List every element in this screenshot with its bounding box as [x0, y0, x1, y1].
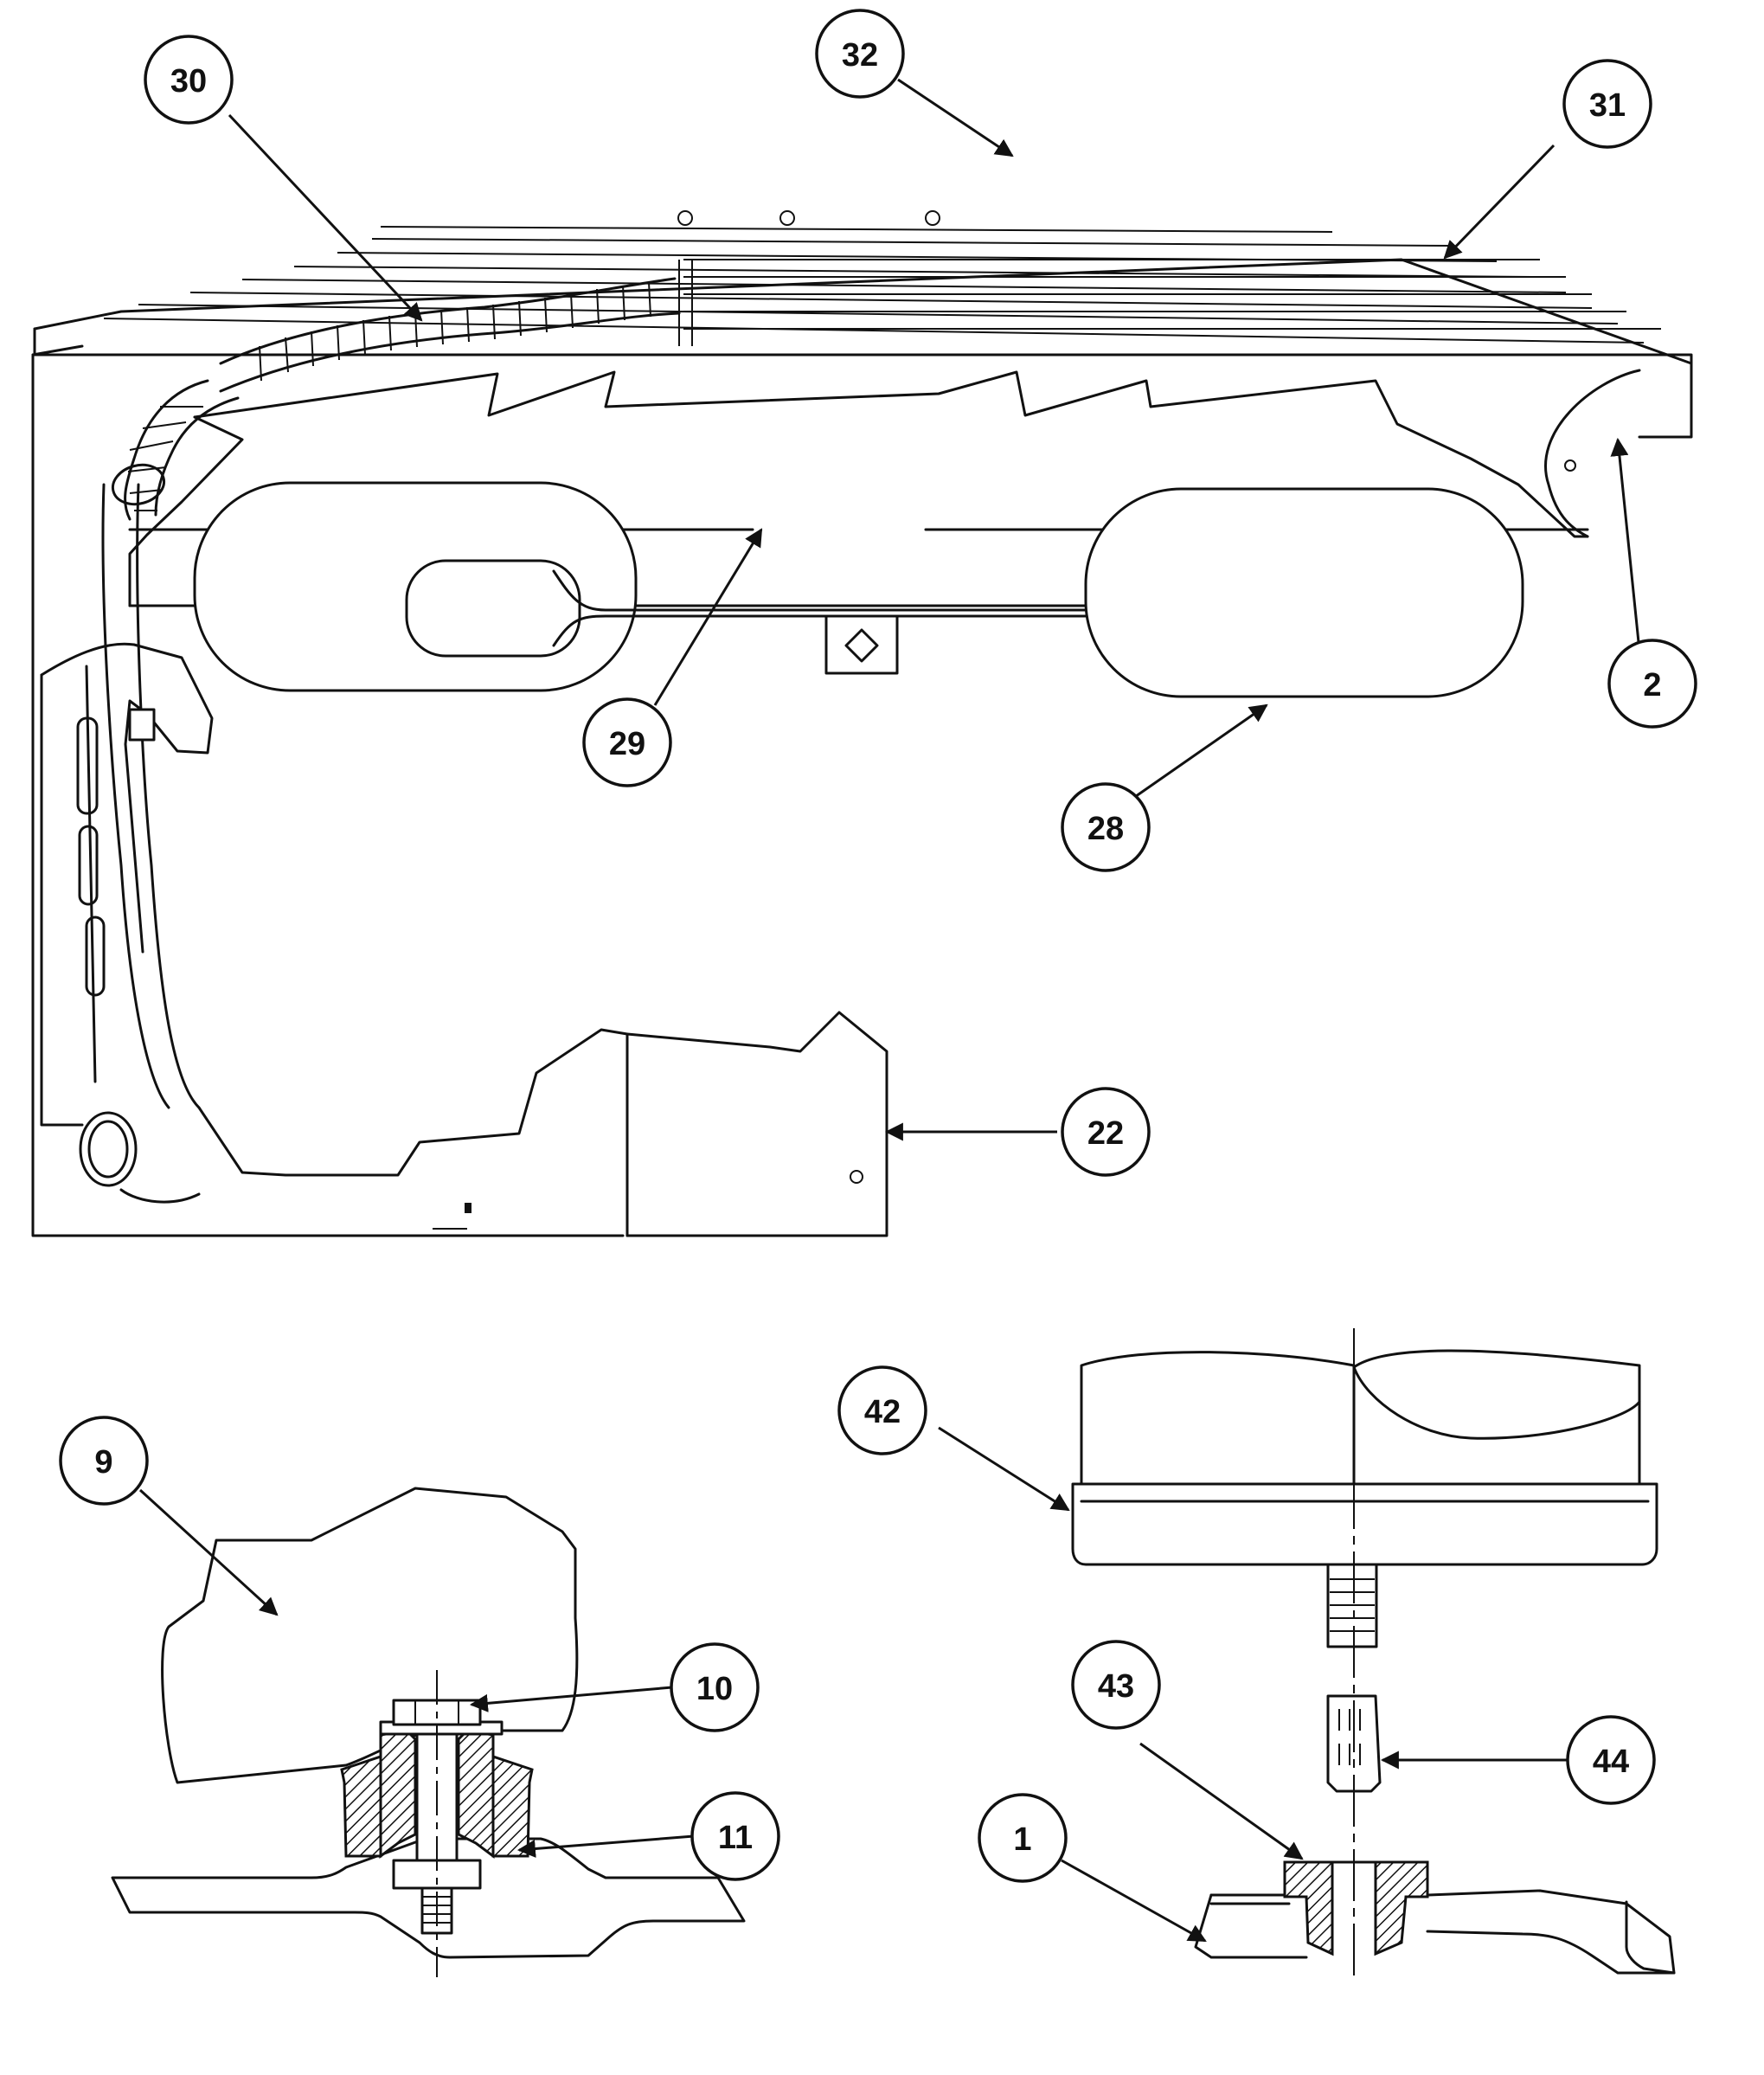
- mount-detail-right: [1071, 1328, 1676, 1977]
- callout-11: 11: [690, 1791, 780, 1881]
- callout-circle: [1566, 1715, 1656, 1805]
- callout-circle: [1562, 59, 1652, 149]
- callout-10: 10: [670, 1642, 760, 1732]
- callout-32: 32: [815, 9, 905, 99]
- callout-label: 10: [696, 1671, 733, 1707]
- callout-circle: [1607, 639, 1697, 729]
- callout-label: 32: [842, 37, 878, 74]
- callout-9: 9: [59, 1416, 149, 1506]
- callout-31: 31: [1562, 59, 1652, 149]
- mount-detail-left: [111, 1487, 746, 1977]
- callout-29: 29: [582, 697, 672, 787]
- coil-fins: [33, 210, 1693, 365]
- callout-circle: [815, 9, 905, 99]
- callout-circle: [144, 35, 234, 125]
- callout-1: 1: [978, 1793, 1068, 1883]
- callout-circle: [1061, 1087, 1151, 1177]
- callout-circle: [59, 1416, 149, 1506]
- callout-label: 31: [1589, 87, 1626, 124]
- callout-label: 30: [170, 63, 207, 100]
- base-pan-assembly: [31, 210, 1693, 1237]
- callout-label: 22: [1087, 1115, 1124, 1152]
- callout-label: 44: [1593, 1744, 1629, 1780]
- callout-22: 22: [1061, 1087, 1151, 1177]
- callout-label: 29: [609, 726, 645, 762]
- callout-label: 28: [1087, 811, 1124, 847]
- callout-44: 44: [1566, 1715, 1656, 1805]
- hose: [111, 277, 681, 521]
- callout-label: 9: [94, 1444, 112, 1481]
- callout-label: 43: [1098, 1668, 1134, 1705]
- callout-circle: [1071, 1640, 1161, 1730]
- callout-circle: [978, 1793, 1068, 1883]
- callout-28: 28: [1061, 782, 1151, 872]
- callout-42: 42: [837, 1365, 927, 1455]
- callout-label: 42: [864, 1394, 901, 1430]
- callout-circle: [1061, 782, 1151, 872]
- leader-lines: [138, 78, 1640, 1943]
- callout-label: 2: [1643, 667, 1661, 703]
- callout-label: 1: [1013, 1821, 1031, 1858]
- callout-30: 30: [144, 35, 234, 125]
- callout-2: 2: [1607, 639, 1697, 729]
- callout-43: 43: [1071, 1640, 1161, 1730]
- callout-circle: [837, 1365, 927, 1455]
- callout-circle: [582, 697, 672, 787]
- callout-circle: [690, 1791, 780, 1881]
- callout-label: 11: [718, 1820, 753, 1856]
- callout-circle: [670, 1642, 760, 1732]
